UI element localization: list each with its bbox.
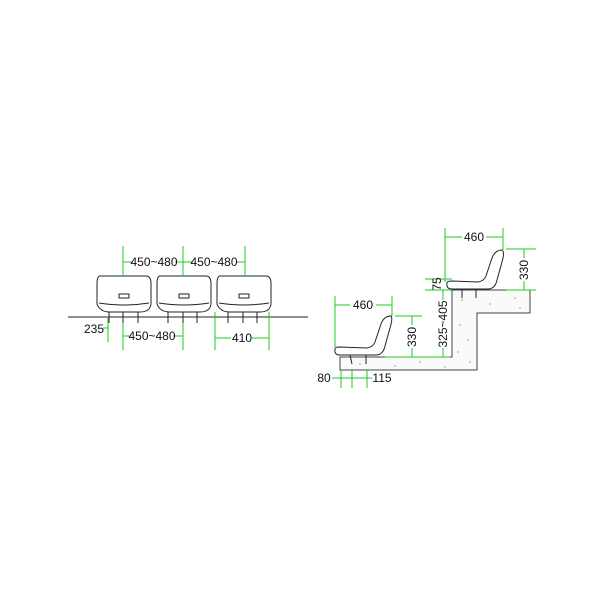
dim-step-rise: 325~405 xyxy=(436,300,450,347)
front-dimensions xyxy=(103,246,270,350)
dim-edge-offset: 80 xyxy=(317,371,331,385)
dim-seat-width: 410 xyxy=(232,331,252,345)
dim-upper-height: 330 xyxy=(517,260,531,280)
dim-upper-depth: 460 xyxy=(464,230,484,244)
side-view: 460 330 75 325~405 460 330 80 115 xyxy=(317,228,536,388)
dim-spacing-bottom: 450~480 xyxy=(128,329,175,343)
side-dimensions xyxy=(332,228,536,388)
seat-side-upper xyxy=(446,249,504,298)
dim-spacing-top-2: 450~480 xyxy=(190,255,237,269)
dim-leg-offset: 235 xyxy=(84,322,104,336)
seat-side-lower xyxy=(334,315,393,365)
front-view: 450~480 450~480 450~480 235 410 xyxy=(68,246,308,350)
concrete-speckle xyxy=(359,297,521,368)
dim-mount-offset: 115 xyxy=(372,371,391,385)
dim-lower-height: 330 xyxy=(405,327,419,347)
dim-spacing-top-1: 450~480 xyxy=(130,255,177,269)
seat-front-2 xyxy=(156,275,212,323)
dim-upper-base: 75 xyxy=(430,277,444,291)
dim-lower-depth: 460 xyxy=(353,298,373,312)
seat-front-3 xyxy=(216,275,272,323)
seat-front-1 xyxy=(96,275,152,323)
